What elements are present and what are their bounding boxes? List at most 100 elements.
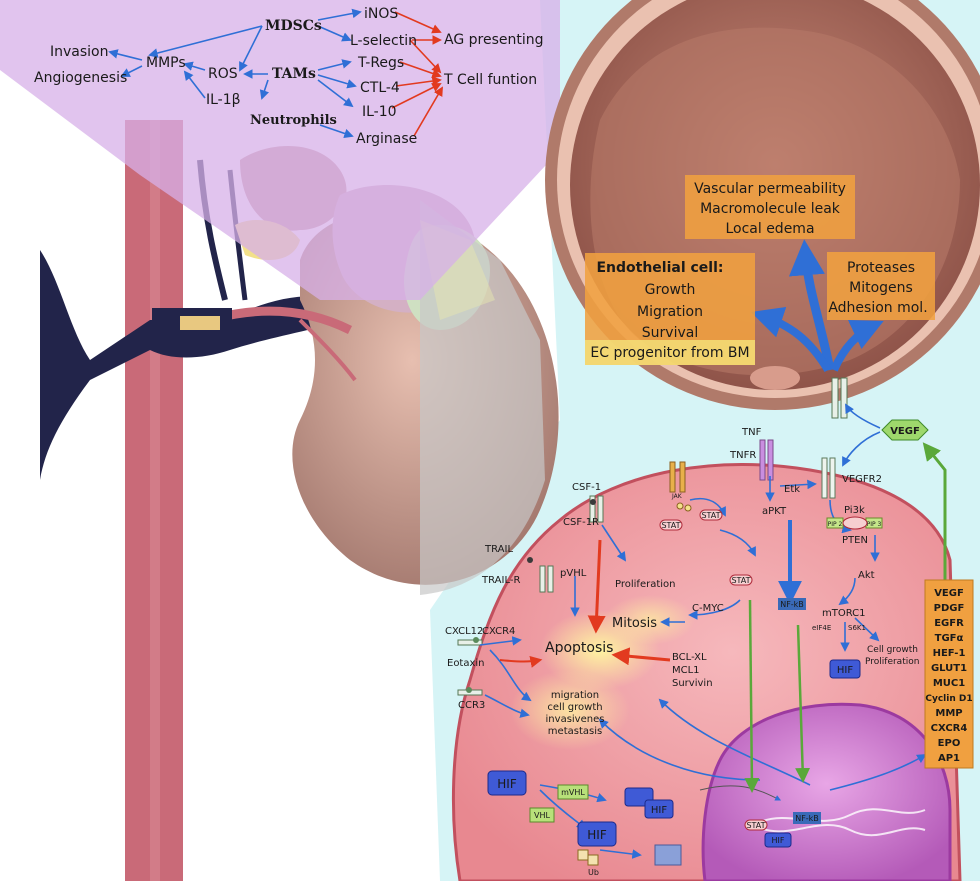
pip-boxes: PIP 2 PIP 3: [826, 516, 883, 530]
endothelial-title: Endothelial cell:: [596, 260, 723, 276]
nfkb-boxes: NF-kB NF-kB: [778, 598, 821, 824]
label-eotaxin: Eotaxin: [447, 658, 485, 669]
cell-labels: VEGFR2 TNF TNFR Etk aPKT JAK CSF-1 CSF-1…: [445, 427, 919, 737]
vhl-label: VHL: [534, 811, 550, 820]
hif-boxes: HIF HIF HIF HIF HIF Ub: [487, 659, 861, 877]
label-inos: iNOS: [364, 6, 398, 22]
label-tcell-function: T Cell funtion: [443, 72, 537, 88]
vascular-line-2: Local edema: [725, 221, 814, 237]
label-bclxl: BCL-XL: [672, 652, 707, 663]
target-3: TGFα: [935, 633, 964, 644]
vegf-label: VEGF: [890, 426, 920, 437]
label-pten: PTEN: [842, 535, 868, 546]
proteases-box: Proteases Mitogens Adhesion mol.: [827, 252, 935, 320]
label-pi3k: Pi3k: [844, 505, 865, 516]
hif-cyto-label: HIF: [837, 665, 853, 676]
endothelial-line-0: Growth: [645, 282, 696, 298]
pip3-label: PIP 3: [867, 521, 882, 528]
nfkb-nucleus-label: NF-kB: [795, 814, 819, 823]
vhl-boxes: mVHL VHL: [529, 784, 589, 823]
label-cxcr4: CXCR4: [482, 626, 515, 637]
stat-label-1: STAT: [701, 511, 720, 520]
endothelial-box: Endothelial cell: Growth Migration Survi…: [585, 253, 755, 365]
label-ros: ROS: [208, 66, 238, 82]
label-cell-growth-2: cell growth: [547, 702, 602, 713]
label-invasion: Invasion: [50, 44, 109, 60]
label-migration: migration: [551, 690, 599, 701]
stat-label-3: STAT: [746, 821, 765, 830]
ub-label: Ub: [588, 868, 599, 877]
vascular-line-1: Macromolecule leak: [700, 201, 841, 217]
pip2-label: PIP 2: [828, 521, 843, 528]
label-vegfr2: VEGFR2: [842, 474, 882, 485]
tumor-cell: [451, 462, 962, 881]
label-mitosis: Mitosis: [612, 616, 657, 631]
label-lselectin: L-selectin: [350, 33, 417, 49]
label-neutrophils: Neutrophils: [250, 113, 337, 128]
label-tnf: TNF: [741, 427, 762, 438]
mvhl-label: mVHL: [561, 788, 585, 797]
label-mtorc1: mTORC1: [822, 608, 866, 619]
label-pvhl: pVHL: [560, 568, 587, 579]
stat-label-2: STAT: [731, 576, 750, 585]
label-apoptosis: Apoptosis: [545, 640, 613, 656]
label-tregs: T-Regs: [357, 55, 404, 71]
label-survivin: Survivin: [672, 678, 713, 689]
target-10: EPO: [938, 738, 961, 749]
hif-nucleus-label: HIF: [772, 836, 785, 845]
label-etk: Etk: [784, 484, 800, 495]
hif-dimer-label: HIF: [651, 805, 667, 816]
proteases-line-1: Mitogens: [849, 280, 913, 296]
endothelial-line-2: Survival: [642, 325, 698, 341]
vascular-box: Vascular permeability Macromolecule leak…: [685, 175, 855, 239]
label-s6k1: S6K1: [848, 624, 866, 632]
label-angiogenesis: Angiogenesis: [34, 70, 127, 86]
label-cxcl12: CXCL12: [445, 626, 483, 637]
immune-network: MDSCs TAMs Neutrophils MMPs ROS IL-1β In…: [34, 6, 544, 147]
label-proliferation: Proliferation: [615, 579, 676, 590]
label-tams: TAMs: [272, 66, 316, 82]
label-arginase: Arginase: [356, 131, 417, 147]
target-0: VEGF: [934, 588, 964, 599]
label-trailr: TRAIL-R: [481, 575, 520, 586]
proteases-line-0: Proteases: [847, 260, 915, 276]
label-cell-growth: Cell growth: [867, 645, 918, 655]
label-ccr3: CCR3: [458, 700, 485, 711]
target-7: Cyclin D1: [925, 694, 972, 704]
label-tnfr: TNFR: [729, 450, 756, 461]
vegf-ligand: VEGF: [881, 419, 929, 441]
target-2: EGFR: [934, 618, 964, 629]
vessel-arrows: [750, 239, 884, 373]
label-csf1r: CSF-1R: [563, 517, 599, 528]
stat-dimers: STAT STAT STAT STAT: [659, 509, 768, 831]
label-ag-presenting: AG presenting: [444, 32, 544, 48]
label-cmyc: C-MYC: [692, 603, 724, 614]
label-mdscs: MDSCs: [265, 18, 322, 34]
label-cell-proliferation: Proliferation: [865, 657, 919, 667]
stat-label-0: STAT: [661, 521, 680, 530]
label-jak: JAK: [671, 493, 683, 500]
target-8: MMP: [935, 708, 962, 719]
target-11: AP1: [938, 753, 960, 764]
target-1: PDGF: [934, 603, 965, 614]
hif-box-main: [487, 770, 527, 796]
label-il1b: IL-1β: [206, 92, 241, 108]
label-trail: TRAIL: [484, 544, 513, 555]
target-4: HEF-1: [933, 648, 966, 659]
target-genes-box: VEGF PDGF EGFR TGFα HEF-1 GLUT1 MUC1 Cyc…: [924, 579, 974, 769]
label-metastasis: metastasis: [548, 726, 602, 737]
endothelial-line-3: EC progenitor from BM: [590, 345, 749, 361]
nfkb-label: NF-kB: [780, 600, 804, 609]
vegf-receptor-vessel: [831, 377, 848, 419]
proteases-line-2: Adhesion mol.: [828, 300, 927, 316]
vascular-line-0: Vascular permeability: [694, 181, 846, 197]
purple-panel: [0, 0, 560, 300]
label-eif4e: eIF4E: [812, 624, 831, 632]
label-mcl1: MCL1: [672, 665, 700, 676]
label-il10: IL-10: [362, 104, 397, 120]
target-5: GLUT1: [931, 663, 967, 674]
label-mmps: MMPs: [146, 55, 186, 71]
hif-lower-label: HIF: [587, 828, 607, 842]
endothelial-line-1: Migration: [637, 304, 703, 320]
